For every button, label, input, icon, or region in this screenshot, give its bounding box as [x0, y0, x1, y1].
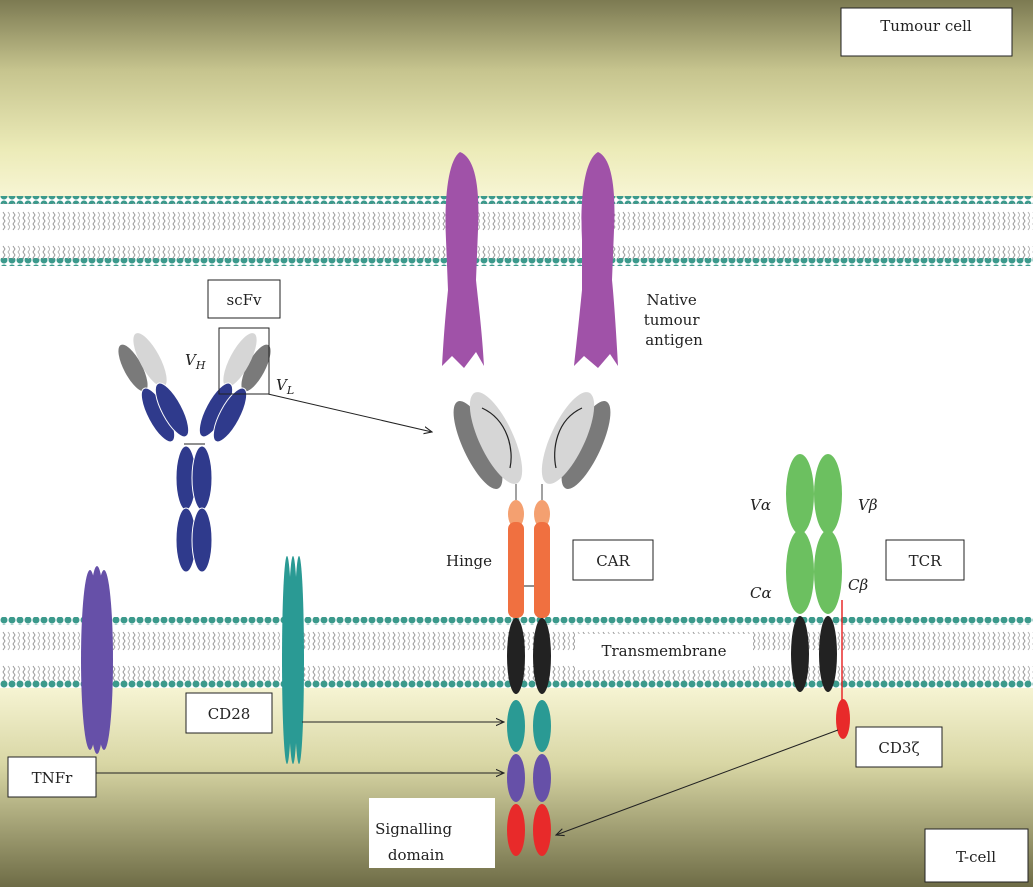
tumour-cell-label-box [840, 7, 1013, 57]
arrow-scfv-to-car [267, 393, 432, 432]
tnfr-molecule [81, 566, 113, 754]
cd3z-label-box [855, 726, 943, 768]
tnfr-label: TNFr [32, 769, 74, 787]
calpha-label: Cα [750, 584, 772, 602]
tumour-cell-label: Tumour cell [880, 17, 972, 35]
cd3z-label: CD3ζ [878, 739, 919, 757]
vh-label: VH [185, 351, 206, 372]
scfv-label-box [207, 279, 281, 319]
scfv-label: scFv [227, 291, 263, 309]
vl-label: VL [276, 376, 294, 397]
hinge-label: Hinge [446, 552, 492, 570]
native-tumour-antigen-left [442, 152, 484, 368]
native-antigen-label: Native tumour antigen [644, 291, 705, 349]
antibody [118, 333, 271, 573]
t-cell-label: T-cell [956, 848, 996, 866]
cd28-label: CD28 [208, 705, 251, 723]
car-receptor [453, 392, 611, 856]
tnfr-label-box [7, 756, 97, 798]
t-cell-label-box [924, 828, 1029, 883]
native-tumour-antigen-right [574, 152, 618, 368]
signalling-domain-label-box [369, 798, 495, 868]
cbeta-label: Cβ [848, 576, 868, 594]
tcr-label-box [885, 539, 965, 581]
cd28-molecule [282, 556, 304, 764]
vbeta-label: Vβ [858, 496, 878, 514]
transmembrane-label-box [575, 634, 753, 670]
tumour-membrane [0, 196, 1033, 266]
valpha-label: Vα [750, 496, 771, 514]
scfv-highlight-box [218, 327, 270, 395]
transmembrane-label: Transmembrane [601, 642, 726, 660]
arrow-cd3z-to-car [556, 729, 839, 835]
tcr-label: TCR [909, 552, 942, 570]
signalling-domain-label: Signalling domain [375, 820, 457, 864]
cd28-label-box [185, 692, 273, 734]
car-label-box [572, 539, 654, 581]
tcr-receptor [786, 454, 850, 739]
car-label: CAR [596, 552, 630, 570]
